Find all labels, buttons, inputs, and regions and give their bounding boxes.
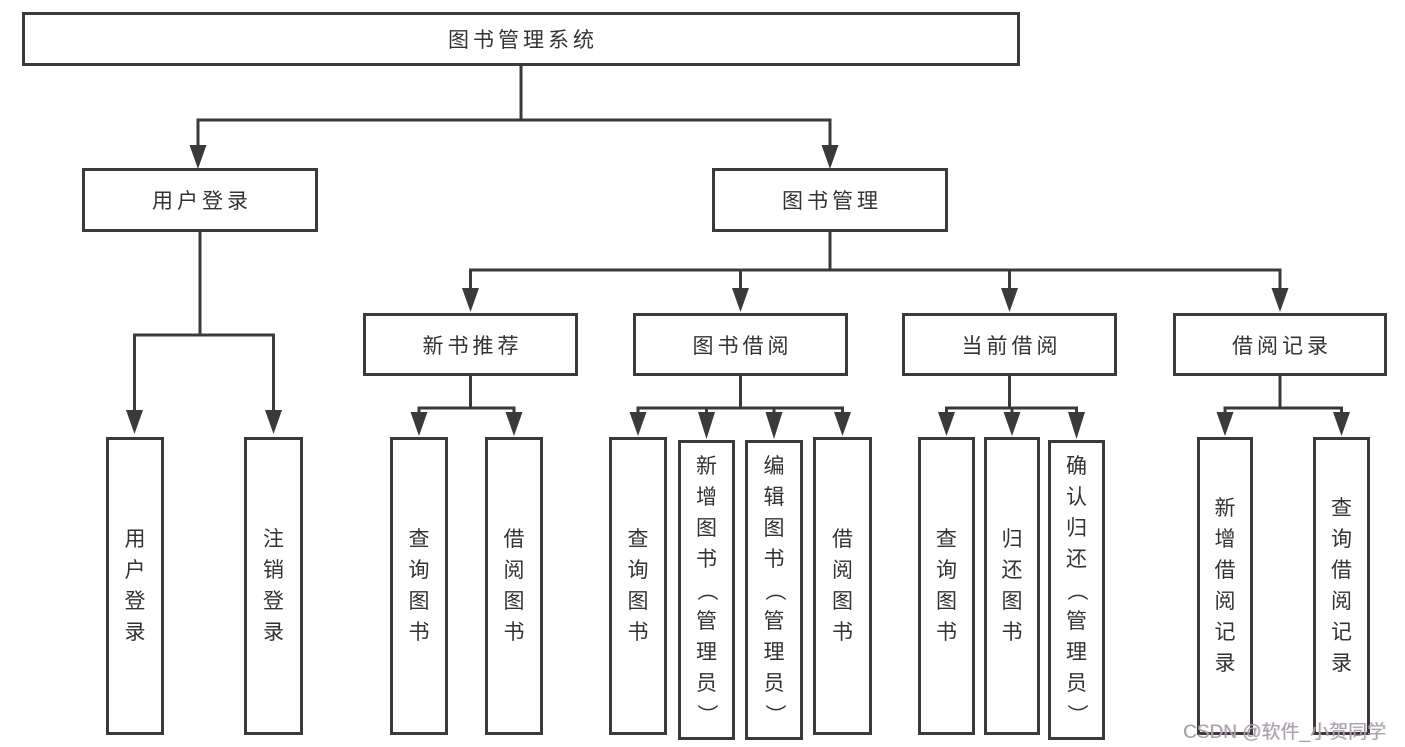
arrow-icon: [821, 145, 839, 169]
leaf-edit-books-admin: 编辑图书（管理员）: [745, 440, 803, 740]
leaf-query-books-borrowing-label: 查询图书: [627, 528, 649, 644]
node-current-borrowing-label: 当前借阅: [961, 334, 1062, 358]
leaf-user-login-label: 用户登录: [124, 528, 146, 644]
arrow-icon: [1003, 412, 1021, 436]
leaf-query-borrow-record-label: 查询借阅记录: [1331, 497, 1352, 675]
arrow-icon: [1216, 412, 1234, 436]
arrow-icon: [732, 288, 749, 312]
leaf-add-books-admin-label: 新增图书（管理员）: [695, 454, 718, 725]
leaf-query-books-recommend: 查询图书: [390, 437, 448, 735]
leaf-query-books-borrowing: 查询图书: [609, 437, 667, 735]
arrow-icon: [265, 410, 282, 434]
arrow-icon: [410, 412, 428, 436]
leaf-user-login: 用户登录: [106, 437, 164, 735]
arrow-icon: [698, 412, 715, 439]
leaf-borrow-books-borrowing-label: 借阅图书: [832, 528, 853, 644]
arrow-icon: [629, 412, 647, 436]
arrow-icon: [834, 412, 851, 436]
arrow-icon: [1271, 288, 1289, 312]
leaf-add-books-admin: 新增图书（管理员）: [678, 440, 735, 740]
leaf-edit-books-admin-label: 编辑图书（管理员）: [762, 454, 786, 725]
watermark: CSDN @软件_小贺同学: [1183, 722, 1386, 743]
leaf-borrow-books-recommend: 借阅图书: [485, 437, 543, 735]
arrow-icon: [1333, 412, 1350, 436]
leaf-return-books-label: 归还图书: [1001, 528, 1023, 644]
leaf-borrow-books-borrowing: 借阅图书: [813, 437, 872, 735]
arrow-icon: [126, 410, 143, 434]
leaf-confirm-return-admin: 确认归还（管理员）: [1048, 440, 1105, 740]
leaf-borrow-books-recommend-label: 借阅图书: [503, 528, 525, 644]
arrow-icon: [1068, 412, 1085, 439]
arrow-icon: [1001, 288, 1018, 312]
node-new-book-recommendation: 新书推荐: [363, 313, 578, 376]
leaf-query-books-current: 查询图书: [918, 437, 975, 735]
node-book-borrowing-label: 图书借阅: [692, 334, 793, 358]
leaf-add-borrow-record-label: 新增借阅记录: [1214, 497, 1236, 675]
arrow-icon: [462, 288, 479, 312]
leaf-add-borrow-record: 新增借阅记录: [1197, 437, 1253, 735]
node-new-book-recommendation-label: 新书推荐: [422, 334, 523, 358]
node-current-borrowing: 当前借阅: [902, 313, 1117, 376]
leaf-query-books-recommend-label: 查询图书: [408, 528, 430, 644]
arrow-icon: [505, 412, 523, 436]
arrow-icon: [765, 412, 783, 439]
arrow-icon: [189, 145, 207, 169]
node-borrowing-records: 借阅记录: [1173, 313, 1387, 376]
node-book-borrowing: 图书借阅: [633, 313, 848, 376]
node-user-login-label: 用户登录: [152, 190, 252, 213]
node-user-login: 用户登录: [82, 168, 318, 232]
leaf-query-borrow-record: 查询借阅记录: [1313, 437, 1370, 735]
leaf-logout: 注销登录: [244, 437, 303, 735]
leaf-confirm-return-admin-label: 确认归还（管理员）: [1065, 454, 1088, 725]
node-root-label: 图书管理系统: [448, 29, 598, 52]
node-borrowing-records-label: 借阅记录: [1232, 334, 1332, 358]
leaf-query-books-current-label: 查询图书: [936, 528, 957, 644]
node-book-management-label: 图书管理: [782, 190, 882, 213]
node-root: 图书管理系统: [22, 12, 1020, 66]
node-book-management: 图书管理: [712, 168, 948, 232]
arrow-icon: [938, 412, 955, 436]
leaf-logout-label: 注销登录: [263, 528, 284, 644]
leaf-return-books: 归还图书: [984, 437, 1040, 735]
